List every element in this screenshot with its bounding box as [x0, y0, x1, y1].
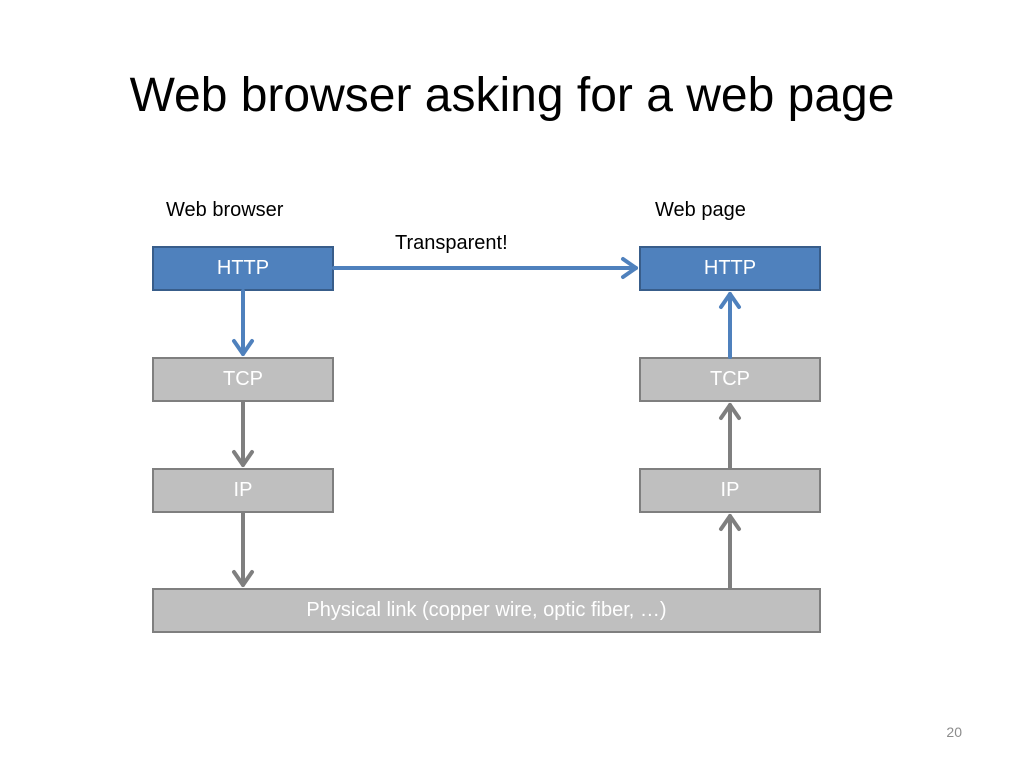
left-ip-layer: IP — [152, 468, 334, 513]
left-http-layer: HTTP — [152, 246, 334, 291]
physical-link-layer: Physical link (copper wire, optic fiber,… — [152, 588, 821, 633]
right-http-label: HTTP — [703, 257, 757, 279]
left-tcp-layer: TCP — [152, 357, 334, 402]
left-ip-label: IP — [233, 479, 253, 501]
transparent-label: Transparent! — [395, 232, 508, 254]
http-to-http-arrow — [332, 257, 638, 279]
left-http-label: HTTP — [216, 257, 270, 279]
page-number: 20 — [946, 724, 962, 740]
right-physical-to-ip-arrow — [719, 514, 741, 590]
right-tcp-label: TCP — [710, 368, 750, 390]
left-tcp-label: TCP — [223, 368, 263, 390]
right-tcp-to-http-arrow — [719, 292, 741, 359]
left-http-to-tcp-arrow — [232, 289, 254, 356]
right-ip-to-tcp-arrow — [719, 403, 741, 470]
right-http-layer: HTTP — [639, 246, 821, 291]
right-ip-label: IP — [720, 479, 740, 501]
left-tcp-to-ip-arrow — [232, 400, 254, 467]
right-tcp-layer: TCP — [639, 357, 821, 402]
slide-title: Web browser asking for a web page — [129, 69, 895, 122]
left-ip-to-physical-arrow — [232, 511, 254, 587]
web-browser-label: Web browser — [166, 199, 284, 221]
physical-link-label: Physical link (copper wire, optic fiber,… — [306, 599, 667, 621]
web-page-label: Web page — [655, 199, 746, 221]
